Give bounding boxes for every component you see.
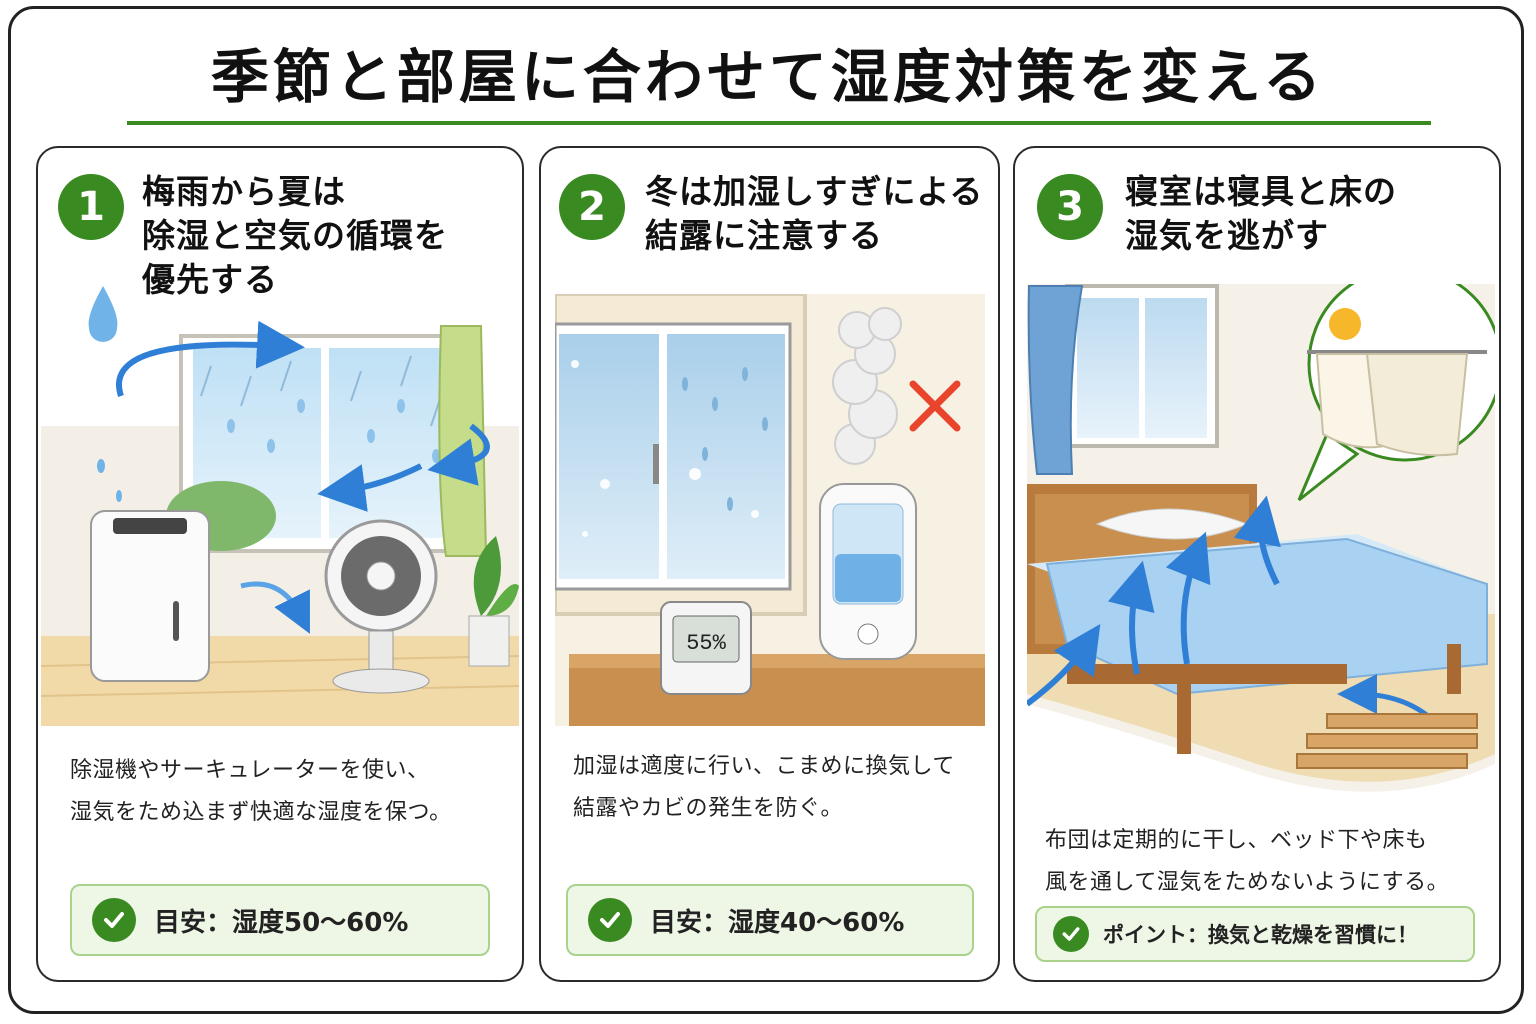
card-heading: 寝室は寝具と床の 湿気を逃がす	[1125, 172, 1397, 255]
step-number-badge: 2	[559, 174, 625, 240]
step-number-badge: 1	[58, 174, 124, 240]
card-description: 加湿は適度に行い、こまめに換気して 結露やカビの発生を防ぐ。	[573, 754, 955, 821]
humidifier-condensation-illustration: 55%	[555, 294, 985, 726]
point-badge: ポイント：換気と乾燥を習慣に！	[1035, 906, 1475, 962]
sun-icon	[1329, 308, 1361, 340]
card-summer: 1 梅雨から夏は 除湿と空気の循環を 優先する	[36, 146, 524, 982]
step-number-badge: 3	[1037, 174, 1103, 240]
target-humidity-badge: 目安：湿度50～60%	[70, 884, 490, 956]
card-winter: 2 冬は加湿しすぎによる 結露に注意する 55%	[539, 146, 1000, 982]
dehumidifier-fan-illustration	[41, 286, 519, 726]
hygrometer-reading: 55%	[686, 631, 726, 656]
page-title: 季節と部屋に合わせて湿度対策を変える	[210, 43, 1326, 111]
check-icon	[92, 898, 136, 942]
card-bedroom: 3 寝室は寝具と床の 湿気を逃がす	[1013, 146, 1501, 982]
cross-icon	[909, 380, 961, 432]
check-icon	[1053, 916, 1089, 952]
card-heading: 冬は加湿しすぎによる 結露に注意する	[645, 172, 984, 255]
title-divider	[127, 121, 1431, 125]
bed-drying-illustration	[1027, 284, 1495, 792]
card-description: 布団は定期的に干し、ベッド下や床も 風を通して湿気をためないようにする。	[1045, 828, 1450, 895]
card-heading: 梅雨から夏は 除湿と空気の循環を 優先する	[142, 172, 448, 299]
check-icon	[588, 898, 632, 942]
card-description: 除湿機やサーキュレーターを使い、 湿気をため込まず快適な湿度を保つ。	[70, 758, 452, 825]
target-humidity-badge: 目安：湿度40～60%	[566, 884, 974, 956]
